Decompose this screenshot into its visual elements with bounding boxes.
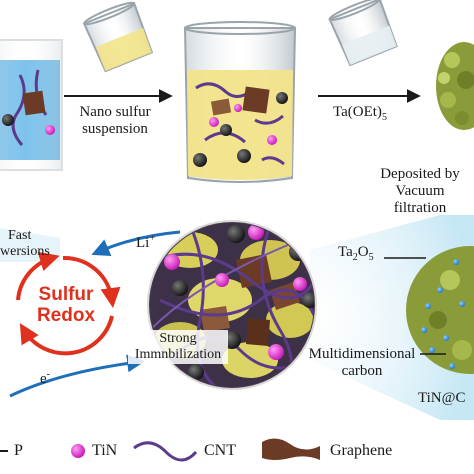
nano-sulfur-label: Nano sulfur suspension (62, 104, 168, 138)
legend-graphene-label: Graphene (330, 442, 392, 460)
li-sup: + (149, 233, 155, 244)
strong-label: Strong Immnbilization (128, 330, 228, 364)
ta2o5-sub1: 2 (352, 252, 358, 263)
legend-tin-text: TiN (92, 442, 118, 459)
multi-line1: Multidimensional (308, 346, 416, 362)
legend-p-label: P (14, 442, 23, 460)
nano-sulfur-line1: Nano sulfur (79, 104, 151, 120)
legend-cnt-label: CNT (204, 442, 236, 460)
fast-line1: Fast (8, 228, 32, 243)
fast-line2: wersions (0, 244, 50, 259)
legend-cnt-text: CNT (204, 442, 236, 459)
strong-line2: Immnbilization (134, 347, 222, 362)
tin-at-c-label: TiN@C (418, 390, 465, 407)
ta2o5-label: Ta2O5 (338, 244, 374, 266)
beaker-left (0, 39, 63, 171)
fast-label: Fast wersions (0, 228, 50, 260)
legend-p-text: P (14, 442, 23, 459)
ta-oet-sub: 5 (381, 112, 387, 123)
multi-line2: carbon (341, 363, 383, 379)
legend-tin-label: TiN (92, 442, 117, 460)
tin-at-c-text: TiN@C (418, 390, 466, 406)
sulfur-redox-line2: Redox (36, 305, 96, 326)
nano-sulfur-line2: suspension (82, 121, 148, 137)
cycle-arrows-icon (16, 251, 121, 356)
pour-beaker-icon (328, 0, 398, 67)
ta2o5-mid: O (357, 244, 369, 260)
ta2o5-sub2: 5 (368, 252, 374, 263)
pour-beaker-icon (82, 1, 154, 73)
li-base: Li (136, 235, 150, 251)
ta2o5-base: Ta (338, 244, 353, 260)
sulfur-redox-label: Sulfur Redox (22, 284, 110, 326)
deposited-line3: filtration (393, 200, 447, 216)
composite-particle (436, 42, 474, 130)
electron-label: e- (40, 366, 50, 388)
li-arrow (91, 230, 181, 256)
legend-graphene-swatch (262, 438, 320, 460)
ta-oet-label: Ta(OEt)5 (333, 104, 387, 126)
deposited-label: Deposited by Vacuum filtration (368, 166, 472, 217)
zoom-circle (147, 220, 317, 390)
deposited-line1: Deposited by (380, 166, 460, 182)
ta-oet-base: Ta(OEt) (333, 104, 382, 120)
tin-at-c-sphere (384, 246, 474, 374)
multi-carbon-label: Multidimensional carbon (300, 346, 424, 380)
legend-tin-swatch (71, 444, 85, 458)
sulfur-redox-line1: Sulfur (38, 284, 94, 305)
e-base: e (40, 371, 47, 387)
electron-arrow (9, 354, 146, 398)
beaker-middle (183, 21, 297, 183)
deposited-line2: Vacuum (395, 183, 445, 199)
legend-cnt-swatch (133, 441, 198, 462)
legend-graphene-text: Graphene (330, 442, 393, 459)
e-sup: - (46, 369, 51, 380)
strong-line1: Strong (159, 331, 197, 346)
li-label: Li+ (136, 230, 155, 252)
